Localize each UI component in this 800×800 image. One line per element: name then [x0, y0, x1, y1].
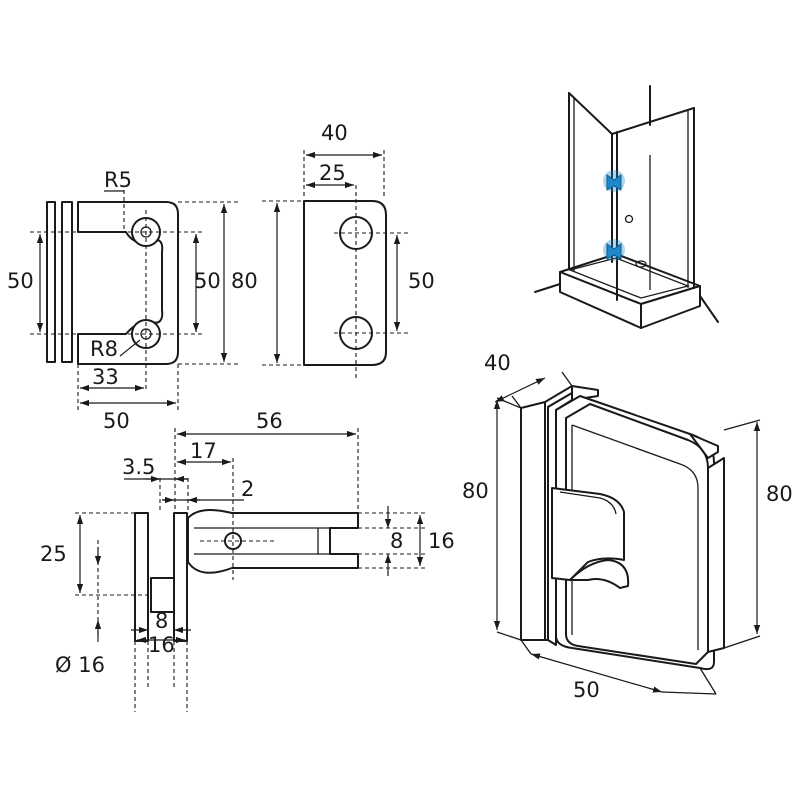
front-height-left-label: 50: [7, 269, 34, 293]
shower-enclosure-illustration: [534, 85, 719, 329]
iso-depth-label: 40: [484, 351, 511, 375]
hinge-marker-top: [603, 170, 625, 192]
side-hole-offset-label: 25: [319, 161, 346, 185]
iso-knuckle-bottom: [569, 559, 630, 589]
iso-dim-width: [530, 653, 663, 693]
iso-height-left-label: 80: [462, 479, 489, 503]
iso-knuckle-top: [551, 487, 625, 581]
front-view: R5 R8 50 50 80 33 50: [7, 168, 258, 433]
top-clamp-plate: [173, 512, 188, 642]
iso-view: 40 80 80 50: [462, 351, 793, 702]
top-view: 56 17 3.5 2 8 16 25 Ø 16 8 16: [40, 409, 455, 712]
top-screw-width-label: 8: [155, 609, 168, 633]
side-hole-spacing-label: 50: [408, 269, 435, 293]
front-height-total-label: 80: [231, 269, 258, 293]
front-height-right-label: 50: [194, 269, 221, 293]
top-screw-boss: [150, 577, 176, 613]
top-glass-pane: [134, 512, 149, 642]
hinge-marker-bottom: [603, 239, 625, 261]
iso-height-right-label: 80: [766, 482, 793, 506]
top-offset-label: 3.5: [122, 455, 155, 479]
front-width-inner-label: 33: [92, 365, 119, 389]
top-thickness-label: 16: [428, 529, 455, 553]
iso-dim-depth: [494, 377, 546, 403]
shower-tray-side-right: [640, 285, 701, 329]
top-height-label: 25: [40, 542, 67, 566]
side-view: 40 25 50: [262, 121, 435, 380]
iso-width-label: 50: [573, 678, 600, 702]
front-radius-top-label: R5: [104, 168, 132, 192]
iso-glass-plate: [520, 401, 546, 641]
top-diameter-label: Ø 16: [55, 653, 105, 677]
front-glass-plate-1: [46, 201, 56, 363]
top-length-label: 56: [256, 409, 283, 433]
front-radius-bottom-label: R8: [90, 337, 118, 361]
top-slot-label: 8: [390, 529, 403, 553]
top-screw-spacing-label: 16: [148, 633, 175, 657]
side-width-label: 40: [321, 121, 348, 145]
front-width-total-label: 50: [103, 409, 130, 433]
top-depth-label: 17: [190, 439, 217, 463]
top-gap-label: 2: [241, 477, 254, 501]
front-glass-plate-2: [61, 201, 73, 363]
